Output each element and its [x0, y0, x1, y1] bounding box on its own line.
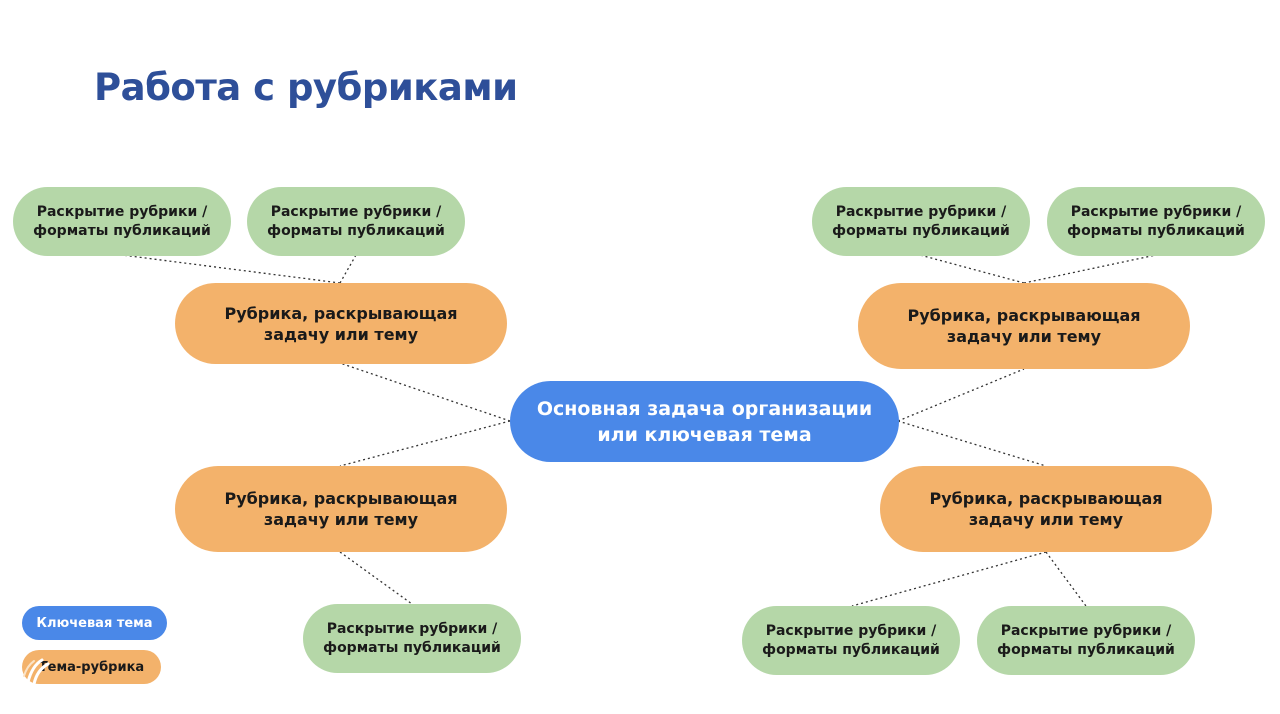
format-node: Раскрытие рубрики / форматы публикаций: [1047, 187, 1265, 256]
legend-key-theme: Ключевая тема: [22, 606, 167, 640]
topic-node-label: Рубрика, раскрывающая задачу или тему: [907, 306, 1141, 346]
connector-center-topic-bottom-left: [339, 420, 511, 467]
topic-node-label: Рубрика, раскрывающая задачу или тему: [224, 303, 458, 344]
connector-topic-format-6: [851, 551, 1047, 607]
topic-node-bottom-right: Рубрика, раскрывающая задачу или тему: [880, 466, 1212, 552]
connector-center-topic-top-right: [897, 368, 1025, 422]
format-node-label: Раскрытие рубрики / форматы публикаций: [33, 203, 211, 239]
connector-topic-format-1: [121, 254, 341, 284]
format-node-label: Раскрытие рубрики / форматы публикаций: [997, 622, 1175, 658]
format-node-label: Раскрытие рубрики / форматы публикаций: [1067, 203, 1245, 239]
connector-topic-format-3: [919, 254, 1025, 284]
topic-node-label: Рубрика, раскрывающая задачу или тему: [224, 489, 458, 529]
connector-center-topic-bottom-right: [897, 420, 1047, 467]
format-node-label: Раскрытие рубрики / форматы публикаций: [832, 203, 1010, 239]
legend-key-theme-label: Ключевая тема: [36, 615, 153, 631]
connector-center-topic-top-left: [339, 362, 511, 422]
legend-topic-theme-label: Тема-рубрика: [38, 659, 145, 675]
format-node: Раскрытие рубрики / форматы публикаций: [812, 187, 1030, 256]
format-node: Раскрытие рубрики / форматы публикаций: [977, 606, 1195, 675]
topic-node-bottom-left: Рубрика, раскрывающая задачу или тему: [175, 466, 507, 552]
topic-node-top-left: Рубрика, раскрывающая задачу или тему: [175, 283, 507, 364]
format-node-label: Раскрытие рубрики / форматы публикаций: [267, 203, 445, 239]
topic-node-top-right: Рубрика, раскрывающая задачу или тему: [858, 283, 1190, 369]
topic-node-label: Рубрика, раскрывающая задачу или тему: [929, 489, 1163, 529]
format-node: Раскрытие рубрики / форматы публикаций: [247, 187, 465, 256]
connector-topic-format-7: [1045, 551, 1087, 607]
format-node: Раскрытие рубрики / форматы публикаций: [303, 604, 521, 673]
page-title: Работа с рубриками: [94, 66, 518, 109]
center-node: Основная задача организации или ключевая…: [510, 381, 899, 462]
format-node: Раскрытие рубрики / форматы публикаций: [742, 606, 960, 675]
center-node-label: Основная задача организации или ключевая…: [536, 397, 873, 446]
format-node-label: Раскрытие рубрики / форматы публикаций: [762, 622, 940, 658]
format-node-label: Раскрытие рубрики / форматы публикаций: [323, 620, 501, 656]
connector-topic-format-2: [339, 254, 357, 284]
connector-topic-format-4: [1023, 254, 1157, 284]
logo-mark-icon: [23, 658, 50, 686]
format-node: Раскрытие рубрики / форматы публикаций: [13, 187, 231, 256]
connector-topic-format-5: [339, 551, 413, 605]
